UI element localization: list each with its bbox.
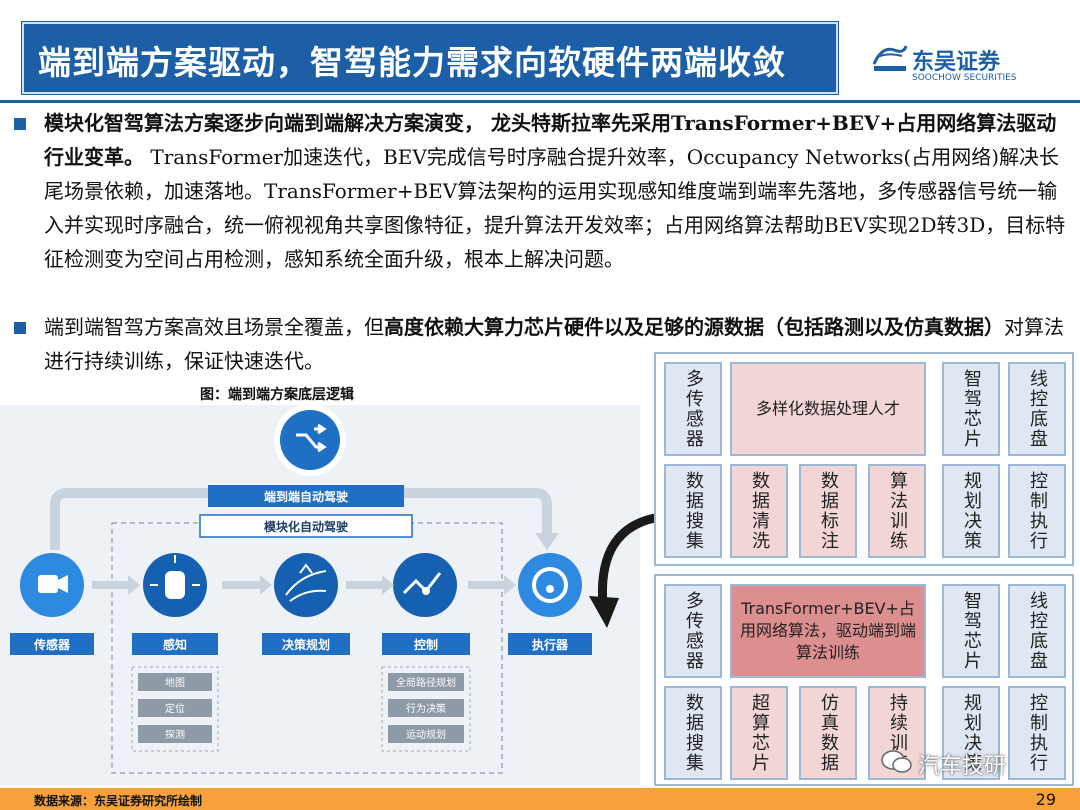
perception-item (138, 725, 212, 743)
transition-arrow-icon (589, 513, 657, 628)
control-item-motion: 运动规划 (406, 728, 446, 741)
e2e-label-box (208, 485, 404, 507)
control-item (388, 699, 464, 717)
bullet-marker (14, 322, 26, 334)
header: 端到端方案驱动，智驾能力需求向软硬件两端收敛 东吴证券 SOOCHOW SECU… (0, 0, 1080, 105)
bullet-2-text: 端到端智驾方案高效且场景全覆盖，但高度依赖大算力芯片硬件以及足够的源数据（包括路… (44, 310, 1074, 378)
grid-bottom-chip: 智驾芯片 (942, 584, 1000, 678)
grid-top-clean: 数据清洗 (730, 464, 788, 558)
e2e-grid: 多传感器 TransFormer+BEV+占用网络算法，驱动端到端算法训练 智驾… (654, 574, 1074, 786)
grid-top-collect: 数据搜集 (664, 464, 722, 558)
grid-top-label: 数据标注 (799, 464, 857, 558)
e2e-label: 端到端自动驾驶 (264, 489, 348, 504)
grid-top-plan: 规划决策 (942, 464, 1000, 558)
control-item (388, 673, 464, 691)
grid-top-train: 算法训练 (868, 464, 926, 558)
actuator-label: 执行器 (532, 637, 569, 652)
control-item-global: 全局路径规划 (396, 676, 456, 689)
grid-bottom-exec: 控制执行 (1008, 686, 1066, 780)
grid-bottom-sensors: 多传感器 (664, 584, 722, 678)
control-node (393, 553, 457, 617)
title-divider (0, 100, 1080, 103)
footer-source: 数据来源：东吴证券研究所绘制 (34, 794, 203, 808)
grid-bottom-sim: 仿真数据 (799, 686, 857, 780)
grid-bottom-core: TransFormer+BEV+占用网络算法，驱动端到端算法训练 (730, 584, 926, 678)
perception-label: 感知 (163, 637, 187, 652)
e2e-logic-diagram: 端到端自动驾驶 模块化自动驾驶 传感器 感知 决策规划 控制 (0, 405, 640, 785)
planning-node (274, 553, 338, 617)
flow-arrows (92, 575, 516, 595)
logo-chinese: 东吴证券 (912, 50, 1001, 75)
traditional-grid: 多传感器 多样化数据处理人才 智驾芯片 线控底盘 数据搜集 数据清洗 数据标注 … (654, 352, 1074, 566)
grid-top-chassis: 线控底盘 (1008, 362, 1066, 456)
planning-label-box (262, 633, 350, 655)
bullet-1-bold: 模块化智驾算法方案逐步向端到端解决方案演变， 龙头特斯拉率先采用TransFor… (44, 111, 1057, 169)
perception-item-map: 地图 (165, 676, 185, 689)
actuator-node (518, 553, 582, 617)
wechat-icon (881, 750, 912, 773)
perception-item-locate: 定位 (165, 702, 185, 715)
company-logo: 东吴证券 SOOCHOW SECURITIES (872, 40, 1042, 92)
perception-item (138, 699, 212, 717)
watermark-text: 汽车技研 (918, 754, 1007, 779)
bullet-1-body: TransFormer加速迭代，BEV完成信号时序融合提升效率，Occupanc… (44, 145, 1066, 271)
control-item-behavior: 行为决策 (406, 702, 446, 715)
grid-top-talent: 多样化数据处理人才 (730, 362, 926, 456)
logo-english: SOOCHOW SECURITIES (912, 73, 1017, 83)
grid-top-exec: 控制执行 (1008, 464, 1066, 558)
grid-bottom-supercomp: 超算芯片 (730, 686, 788, 780)
sensor-label: 传感器 (33, 637, 71, 652)
perception-list-frame (131, 666, 219, 752)
perception-label-box (132, 633, 218, 655)
grid-top-sensors: 多传感器 (664, 362, 722, 456)
footer-bar: 数据来源：东吴证券研究所绘制 29 (0, 788, 1080, 810)
bullet-2-lead: 端到端智驾方案高效且场景全覆盖，但 (44, 315, 384, 339)
control-label-box (382, 633, 470, 655)
e2e-arrowhead (535, 533, 559, 550)
bullet-2-bold: 高度依赖大算力芯片硬件以及足够的源数据（包括路测以及仿真数据） (384, 315, 1004, 339)
modular-label-box (199, 514, 413, 538)
title-banner: 端到端方案驱动，智驾能力需求向软硬件两端收敛 (22, 22, 838, 94)
logo-icon (872, 45, 908, 71)
bullet-marker (14, 118, 26, 130)
perception-node (143, 553, 207, 617)
sensor-label-box (10, 633, 94, 655)
control-item (388, 725, 464, 743)
grid-top-chip: 智驾芯片 (942, 362, 1000, 456)
grid-bottom-chassis: 线控底盘 (1008, 584, 1066, 678)
grid-bottom-plan: 规划决策 (942, 686, 1000, 780)
figure-caption: 图：端到端方案底层逻辑 (200, 387, 354, 403)
perception-item-detect: 探测 (165, 728, 185, 741)
grid-bottom-collect: 数据搜集 (664, 686, 722, 780)
perception-item (138, 673, 212, 691)
bullet-1-text: 模块化智驾算法方案逐步向端到端解决方案演变， 龙头特斯拉率先采用TransFor… (44, 106, 1074, 276)
control-label: 控制 (414, 637, 438, 652)
planning-label: 决策规划 (282, 637, 330, 652)
actuator-label-box (508, 633, 592, 655)
bullet-2-tail: 对算法进行持续训练，保证快速迭代。 (44, 315, 1064, 373)
sensor-node (20, 553, 84, 617)
page-title: 端到端方案驱动，智驾能力需求向软硬件两端收敛 (38, 43, 786, 82)
page-number: 29 (1035, 790, 1056, 809)
modular-frame (111, 522, 503, 774)
control-list-frame (381, 666, 471, 752)
modular-label: 模块化自动驾驶 (264, 519, 348, 534)
